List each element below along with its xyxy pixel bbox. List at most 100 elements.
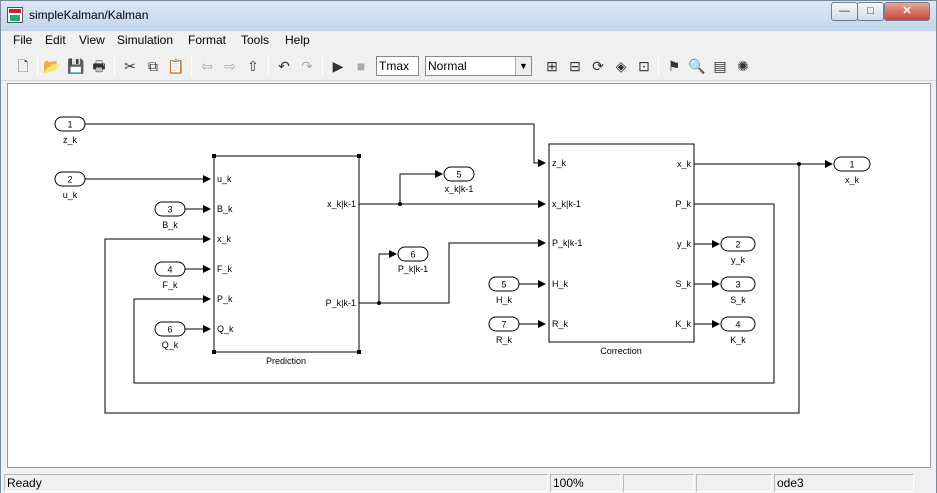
prediction-port-q-k: Q_k bbox=[217, 324, 234, 334]
new-model-icon[interactable]: 🗋 bbox=[17, 58, 29, 74]
outport-pkk1[interactable]: 6P_k|k-1 bbox=[397, 246, 429, 274]
signal-p-k-feedback bbox=[133, 203, 775, 384]
build-icon[interactable]: ⊟ bbox=[569, 58, 581, 74]
toolbar-separator bbox=[268, 56, 269, 76]
inport-number: 3 bbox=[167, 205, 172, 215]
inport-label: H_k bbox=[496, 295, 513, 305]
advisor-icon[interactable]: ✺ bbox=[737, 58, 749, 74]
block-diagram: u_k B_k x_k F_k P_k Q_k x_k|k-1 P_k|k-1 … bbox=[54, 116, 871, 414]
inport-r-k[interactable]: 7R_k bbox=[488, 316, 520, 345]
redo-icon[interactable]: ↷ bbox=[301, 58, 313, 74]
inport-z-k[interactable]: 1z_k bbox=[54, 116, 86, 145]
status-empty-cell bbox=[623, 474, 694, 492]
outport-s-k[interactable]: 3S_k bbox=[720, 276, 756, 305]
correction-port-z-k: z_k bbox=[552, 158, 567, 168]
simulation-mode-value: Normal bbox=[428, 59, 467, 73]
outports: 5x_k|k-1 6P_k|k-1 1x_k 2y_k 3S_k 4K_k bbox=[397, 156, 871, 345]
save-icon[interactable]: 💾 bbox=[67, 58, 85, 74]
menu-help[interactable]: Help bbox=[285, 33, 310, 47]
simulink-model-icon bbox=[7, 7, 23, 23]
up-arrow-icon[interactable]: ⇧ bbox=[247, 58, 259, 74]
selection-handle bbox=[212, 350, 216, 354]
correction-port-k-k: K_k bbox=[675, 319, 691, 329]
stop-icon[interactable]: ■ bbox=[356, 58, 366, 74]
outport-y-k[interactable]: 2y_k bbox=[720, 236, 756, 265]
inport-number: 2 bbox=[67, 175, 72, 185]
outport-k-k[interactable]: 4K_k bbox=[720, 316, 756, 345]
inport-b-k[interactable]: 3B_k bbox=[154, 201, 186, 230]
debugger-icon[interactable]: ⚑ bbox=[667, 58, 681, 74]
correction-frame bbox=[548, 143, 695, 343]
correction-port-y-k: y_k bbox=[677, 239, 692, 249]
open-folder-icon[interactable]: 📂 bbox=[43, 58, 61, 74]
update-diagram-icon[interactable]: ⊞ bbox=[546, 58, 558, 74]
run-icon[interactable]: ▶ bbox=[332, 58, 344, 74]
inport-number: 4 bbox=[167, 265, 172, 275]
chevron-down-icon[interactable]: ▼ bbox=[515, 57, 531, 75]
selection-handle bbox=[357, 350, 361, 354]
minimize-button[interactable]: — bbox=[831, 2, 858, 21]
prediction-port-xkk1: x_k|k-1 bbox=[327, 199, 356, 209]
signal-pkk1 bbox=[359, 239, 546, 304]
maximize-button[interactable]: □ bbox=[857, 2, 884, 21]
menu-edit[interactable]: Edit bbox=[45, 33, 66, 47]
selection-handle bbox=[212, 154, 216, 158]
menu-file[interactable]: File bbox=[13, 33, 33, 47]
paste-icon[interactable]: 📋 bbox=[167, 58, 185, 74]
menu-view[interactable]: View bbox=[79, 33, 105, 47]
print-icon[interactable]: 🖶 bbox=[92, 58, 106, 74]
correction-block[interactable]: z_k x_k|k-1 P_k|k-1 H_k R_k x_k P_k y_k … bbox=[548, 143, 695, 356]
inports: 1z_k 2u_k 3B_k 4F_k 6Q_k 5H_k 7R_k bbox=[54, 116, 520, 350]
inport-h-k[interactable]: 5H_k bbox=[488, 276, 520, 305]
selection-handle bbox=[357, 154, 361, 158]
outport-xkk1[interactable]: 5x_k|k-1 bbox=[443, 166, 475, 194]
branch-point bbox=[797, 162, 801, 166]
simulation-mode-select[interactable]: Normal ▼ bbox=[425, 56, 532, 76]
model-canvas[interactable]: u_k B_k x_k F_k P_k Q_k x_k|k-1 P_k|k-1 … bbox=[7, 83, 931, 468]
model-explorer-icon[interactable]: ⊡ bbox=[638, 58, 650, 74]
branch-points bbox=[377, 162, 801, 305]
library-icon[interactable]: ◈ bbox=[615, 58, 627, 74]
outport-label: x_k|k-1 bbox=[445, 184, 474, 194]
correction-port-pkk1: P_k|k-1 bbox=[552, 238, 582, 248]
menu-format[interactable]: Format bbox=[188, 33, 227, 47]
inport-q-k[interactable]: 6Q_k bbox=[154, 321, 186, 350]
toolbar-separator bbox=[37, 56, 38, 76]
status-zoom: 100% bbox=[550, 474, 621, 492]
close-button[interactable]: ✕ bbox=[884, 2, 930, 21]
outport-label: S_k bbox=[730, 295, 746, 305]
refresh-icon[interactable]: ⟳ bbox=[592, 58, 604, 74]
correction-name: Correction bbox=[600, 346, 642, 356]
menu-tools[interactable]: Tools bbox=[241, 33, 270, 47]
inport-label: Q_k bbox=[162, 340, 179, 350]
prediction-frame bbox=[213, 155, 360, 353]
stop-time-field[interactable]: Tmax bbox=[376, 56, 419, 76]
prediction-block[interactable]: u_k B_k x_k F_k P_k Q_k x_k|k-1 P_k|k-1 … bbox=[212, 154, 361, 366]
outport-number: 3 bbox=[735, 280, 740, 290]
status-ready: Ready bbox=[4, 474, 548, 492]
menu-simulation[interactable]: Simulation bbox=[117, 33, 174, 47]
prediction-port-b-k: B_k bbox=[217, 204, 233, 214]
correction-port-h-k: H_k bbox=[552, 279, 569, 289]
back-arrow-icon[interactable]: ⇦ bbox=[201, 58, 213, 74]
cut-icon[interactable]: ✂ bbox=[124, 58, 136, 74]
properties-icon[interactable]: ▤ bbox=[713, 58, 727, 74]
undo-icon[interactable]: ↶ bbox=[278, 58, 290, 74]
status-empty-cell bbox=[696, 474, 772, 492]
outport-x-k[interactable]: 1x_k bbox=[833, 156, 871, 185]
inport-label: z_k bbox=[63, 135, 78, 145]
signal-lines bbox=[85, 123, 833, 414]
inport-number: 6 bbox=[167, 325, 172, 335]
copy-icon[interactable]: ⧉ bbox=[148, 58, 158, 74]
correction-port-p-k: P_k bbox=[675, 199, 691, 209]
prediction-name: Prediction bbox=[266, 356, 306, 366]
correction-port-r-k: R_k bbox=[552, 319, 569, 329]
find-icon[interactable]: 🔍 bbox=[688, 58, 706, 74]
inport-f-k[interactable]: 4F_k bbox=[154, 261, 186, 290]
signal-z-k bbox=[85, 123, 546, 167]
forward-arrow-icon[interactable]: ⇨ bbox=[224, 58, 236, 74]
inport-u-k[interactable]: 2u_k bbox=[54, 171, 86, 200]
outport-label: x_k bbox=[845, 175, 860, 185]
menu-bar: File Edit View Simulation Format Tools H… bbox=[1, 31, 936, 51]
